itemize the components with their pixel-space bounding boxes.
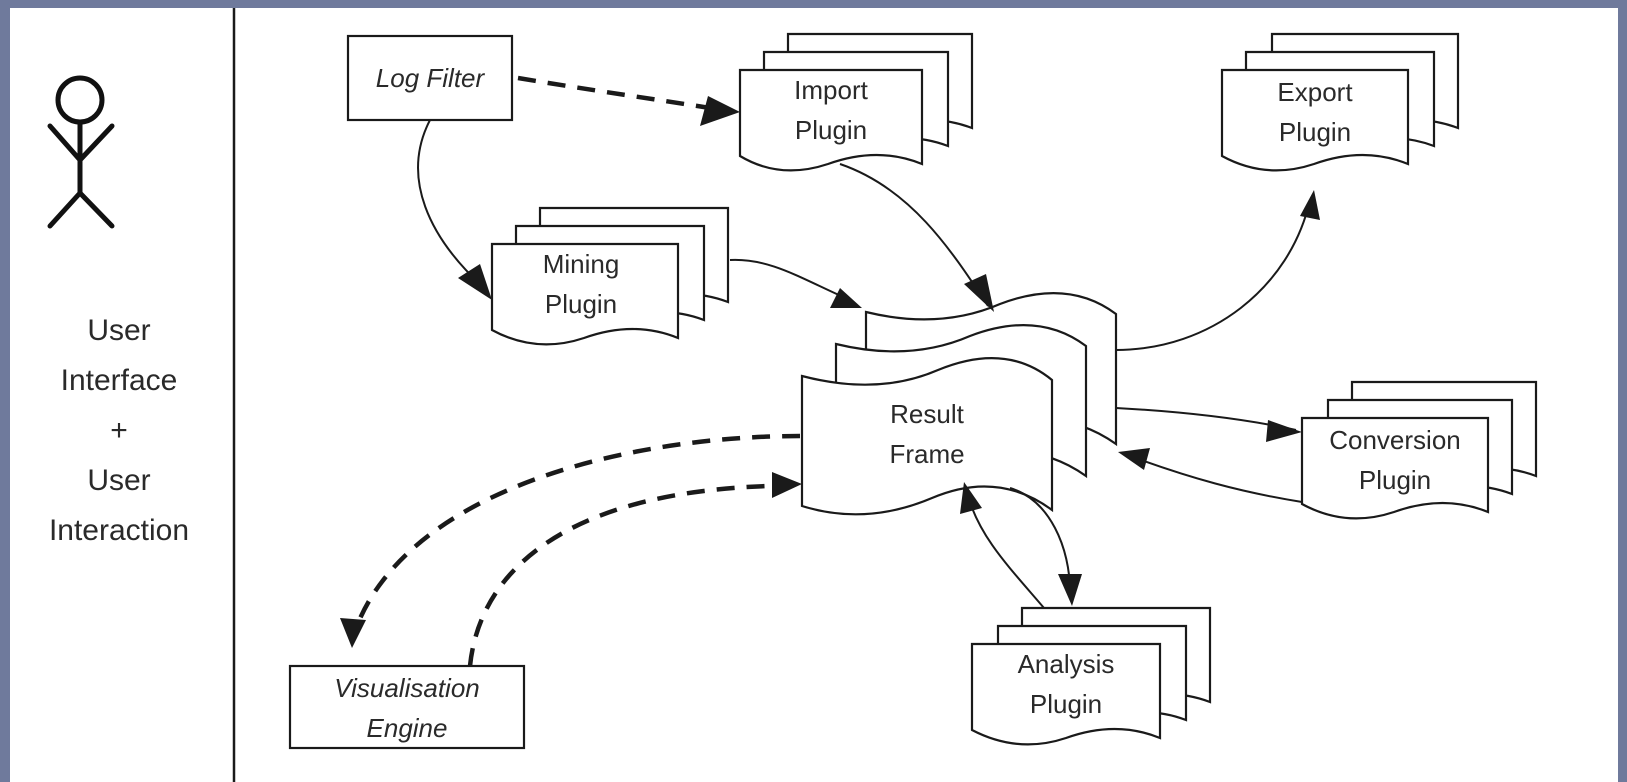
visualisation-engine-box	[288, 664, 526, 750]
user-interface-label: User Interface + User Interaction	[10, 306, 228, 556]
analysis-plugin-line-1: Analysis	[1017, 649, 1115, 679]
visualisation-engine-line-2: Engine	[366, 713, 448, 743]
log-filter-box	[346, 34, 514, 122]
log-filter-label: Log Filter	[375, 63, 485, 93]
diagram-svg	[47, 8, 1538, 782]
import-plugin-line-2: Plugin	[794, 115, 868, 145]
arrowhead-mining	[458, 264, 492, 300]
interaction-label: Interaction	[48, 514, 190, 547]
arrowhead-visualisation	[340, 618, 366, 648]
analysis-plugin-stack	[970, 606, 1212, 746]
import-plugin-line-1: Import	[794, 75, 868, 105]
mining-plugin-line-1: Mining	[542, 249, 620, 279]
arrowhead-conversion	[1266, 420, 1302, 442]
diagram-canvas: User Interface + User Interaction Log Fi…	[10, 8, 1618, 782]
visualisation-engine-label: Visualisation Engine	[290, 668, 524, 748]
export-plugin-line-1: Export	[1277, 77, 1353, 107]
dashed-result-to-visualisation	[353, 433, 801, 629]
mining-plugin-line-2: Plugin	[544, 289, 618, 319]
arrowhead-import	[700, 96, 740, 126]
dashed-visualisation-to-result	[467, 483, 771, 667]
result-frame-stack	[800, 291, 1118, 516]
user-stick-figure-icon	[47, 75, 115, 229]
arrowhead-result-from-conversion	[1118, 448, 1150, 470]
conversion-plugin-line-2: Plugin	[1358, 465, 1432, 495]
connector-conversion-to-result	[1129, 455, 1303, 503]
interface-label: Interface	[60, 364, 178, 397]
plus-label: +	[110, 414, 128, 447]
dashed-log-filter-to-import	[517, 75, 711, 111]
conversion-plugin-line-1: Conversion	[1329, 425, 1461, 455]
export-plugin-line-2: Plugin	[1278, 117, 1352, 147]
arrowhead-result-from-analysis	[960, 482, 982, 514]
export-plugin-stack	[1220, 32, 1460, 172]
connector-log-filter-to-mining	[417, 119, 483, 287]
import-plugin-stack	[738, 32, 974, 172]
mining-plugin-label: Mining Plugin	[488, 244, 674, 324]
connector-result-to-export	[1115, 199, 1311, 351]
visualisation-engine-line-1: Visualisation	[334, 673, 480, 703]
user-label-2: User	[87, 464, 151, 497]
arrowhead-export	[1300, 190, 1320, 220]
import-plugin-label: Import Plugin	[740, 70, 922, 150]
conversion-plugin-label: Conversion Plugin	[1302, 420, 1488, 500]
analysis-plugin-line-2: Plugin	[1029, 689, 1103, 719]
arrowhead-result-from-visualisation	[772, 472, 802, 498]
arrowhead-analysis	[1058, 574, 1082, 606]
mining-plugin-stack	[490, 206, 730, 346]
result-frame-line-1: Result	[890, 399, 964, 429]
analysis-plugin-label: Analysis Plugin	[972, 644, 1160, 724]
conversion-plugin-stack	[1300, 380, 1538, 520]
result-frame-label: Result Frame	[822, 394, 1032, 474]
arrowhead-result-from-import	[964, 274, 994, 312]
user-label: User	[87, 314, 151, 347]
connector-analysis-to-result	[967, 495, 1045, 609]
result-frame-line-2: Frame	[889, 439, 965, 469]
export-plugin-label: Export Plugin	[1222, 72, 1408, 152]
connector-mining-to-result	[729, 258, 851, 301]
arrowhead-result-from-mining	[830, 288, 862, 308]
